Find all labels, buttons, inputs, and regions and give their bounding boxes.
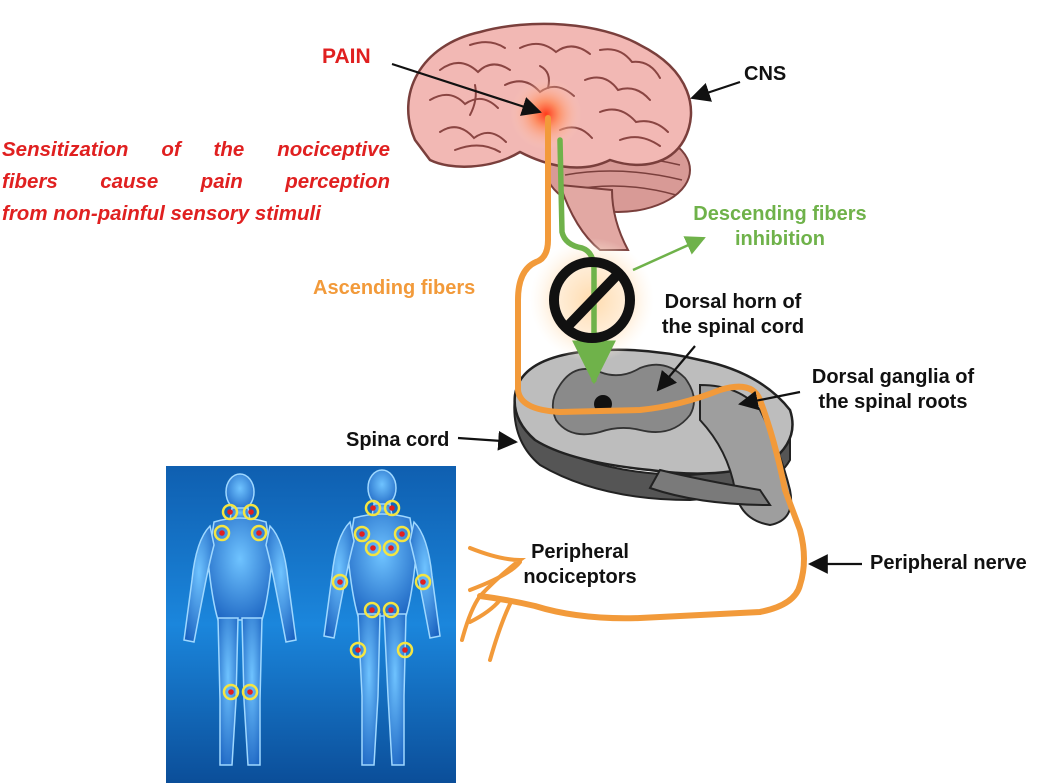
target-ring-icon	[250, 524, 268, 542]
peripheral-nerve-label: Peripheral nerve	[870, 552, 1027, 574]
sensitization-line-1: Sensitization of the nociceptive	[2, 138, 390, 161]
descending-fibers-label: Descending fibers inhibition	[660, 202, 900, 252]
prohibition-icon	[549, 257, 635, 343]
spinal-cord-section	[513, 348, 794, 527]
dorsal-horn-line-2: the spinal cord	[661, 316, 805, 338]
peripheral-noc-line-2: nociceptors	[523, 566, 637, 588]
dorsal-horn-line-1: Dorsal horn of	[664, 291, 802, 313]
dorsal-ganglia-label: Dorsal ganglia of the spinal roots	[798, 365, 988, 415]
target-ring-icon	[414, 573, 432, 591]
ascending-fibers-label: Ascending fibers	[313, 277, 476, 299]
dorsal-ganglia-line-2: the spinal roots	[818, 391, 968, 413]
target-ring-icon	[363, 601, 381, 619]
pain-label: PAIN	[322, 45, 371, 68]
body-figure-front	[183, 473, 297, 766]
dorsal-horn-label: Dorsal horn of the spinal cord	[648, 290, 818, 340]
target-ring-icon	[331, 573, 349, 591]
peripheral-noc-line-1: Peripheral	[531, 541, 629, 563]
peripheral-nerve-endings	[460, 546, 526, 662]
spina-cord-label: Spina cord	[346, 429, 450, 451]
dorsal-ganglia-line-1: Dorsal ganglia of	[811, 366, 975, 388]
peripheral-nociceptors-label: Peripheral nociceptors	[520, 540, 640, 590]
target-ring-icon	[213, 524, 231, 542]
target-ring-icon	[396, 641, 414, 659]
target-ring-icon	[353, 525, 371, 543]
target-ring-icon	[242, 503, 260, 521]
target-ring-icon	[364, 499, 382, 517]
descending-line-2: inhibition	[735, 228, 825, 250]
target-ring-icon	[241, 683, 259, 701]
target-ring-icon	[393, 525, 411, 543]
target-ring-icon	[222, 683, 240, 701]
target-ring-icon	[364, 539, 382, 557]
sensitization-line-2: fibers cause pain perception	[2, 169, 390, 193]
sensitization-line-3: from non-painful sensory stimuli	[2, 201, 321, 225]
label-pointers	[391, 62, 862, 574]
target-ring-icon	[349, 641, 367, 659]
pain-points	[213, 499, 432, 701]
body-panel	[166, 466, 456, 783]
target-ring-icon	[383, 499, 401, 517]
target-ring-icon	[221, 503, 239, 521]
pain-focus	[510, 78, 582, 150]
descending-line-1: Descending fibers	[693, 203, 867, 225]
target-ring-icon	[382, 539, 400, 557]
target-ring-icon	[382, 601, 400, 619]
descending-pointer	[632, 236, 706, 272]
cns-label: CNS	[744, 63, 787, 85]
sensitization-caption: Sensitization of the nociceptive fibers …	[2, 134, 390, 229]
